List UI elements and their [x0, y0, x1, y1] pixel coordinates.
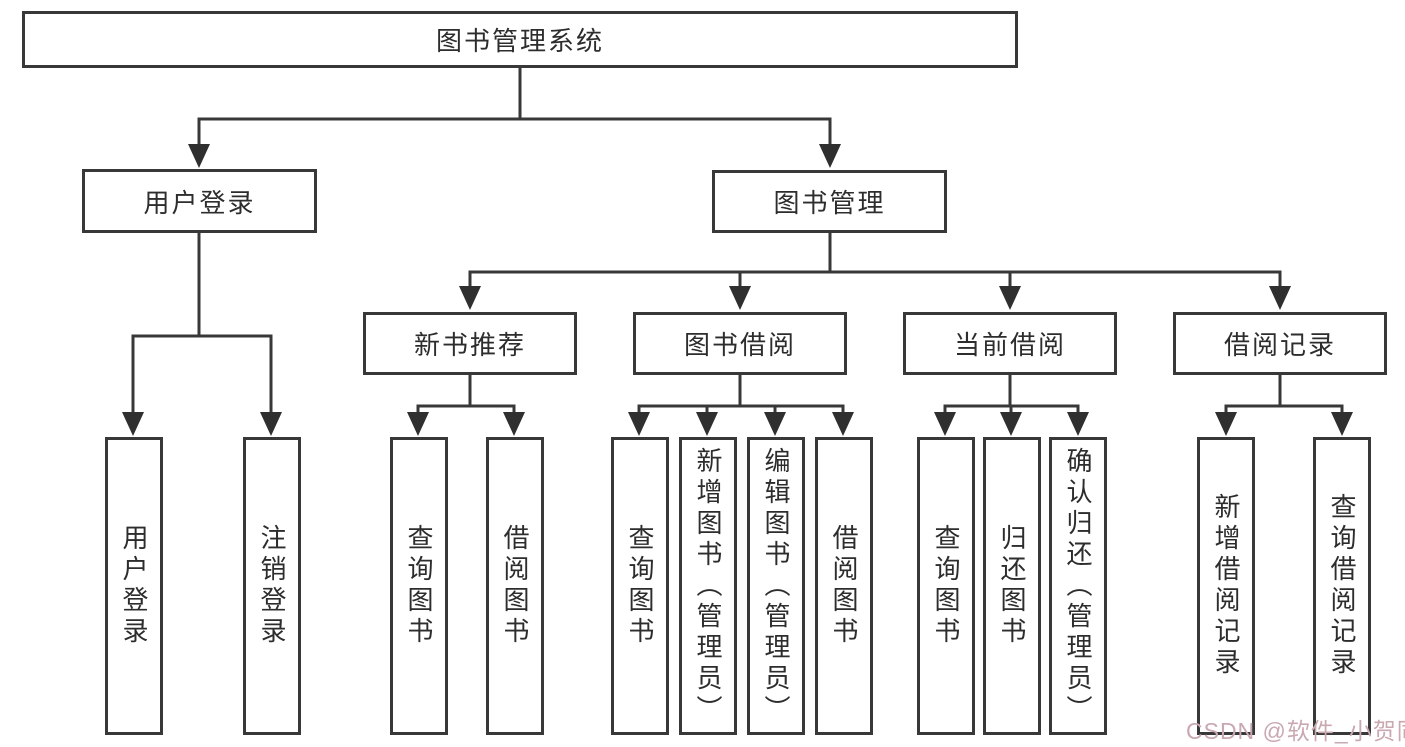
leaf-borrow-add-admin: 新增图书（管理员） [679, 437, 737, 735]
leaf-current-confirm-admin-label: 确认归还（管理员） [1063, 446, 1093, 726]
node-current-borrowing: 当前借阅 [903, 312, 1117, 375]
leaf-borrow-borrow-label: 借阅图书 [829, 524, 859, 648]
leaf-newbook-query: 查询图书 [390, 437, 448, 735]
node-book-management-label: 图书管理 [773, 188, 886, 218]
leaf-user-login-label: 用户登录 [119, 524, 149, 648]
node-new-book-recommend: 新书推荐 [363, 312, 577, 375]
leaf-newbook-query-label: 查询图书 [404, 524, 434, 648]
leaf-current-return: 归还图书 [983, 437, 1041, 735]
leaf-current-return-label: 归还图书 [997, 524, 1027, 648]
leaf-borrow-edit-admin: 编辑图书（管理员） [747, 437, 805, 735]
node-borrowing-records: 借阅记录 [1173, 312, 1387, 375]
node-book-management: 图书管理 [712, 170, 947, 233]
leaf-borrow-edit-admin-label: 编辑图书（管理员） [761, 446, 791, 726]
leaf-current-confirm-admin: 确认归还（管理员） [1049, 437, 1107, 735]
node-user-login: 用户登录 [82, 169, 317, 233]
leaf-record-add-label: 新增借阅记录 [1211, 493, 1241, 679]
node-root-system: 图书管理系统 [22, 11, 1018, 68]
leaf-record-query: 查询借阅记录 [1313, 437, 1371, 735]
node-current-borrowing-label: 当前借阅 [953, 330, 1066, 360]
leaf-borrow-borrow: 借阅图书 [815, 437, 873, 735]
leaf-record-add: 新增借阅记录 [1197, 437, 1255, 735]
leaf-current-query: 查询图书 [917, 437, 975, 735]
leaf-logout-label: 注销登录 [257, 524, 287, 648]
node-book-borrowing: 图书借阅 [633, 312, 847, 375]
node-new-book-recommend-label: 新书推荐 [413, 330, 526, 360]
leaf-borrow-query-label: 查询图书 [625, 524, 655, 648]
node-borrowing-records-label: 借阅记录 [1223, 330, 1336, 360]
node-user-login-label: 用户登录 [143, 187, 256, 218]
leaf-borrow-query: 查询图书 [611, 437, 669, 735]
node-root-label: 图书管理系统 [435, 26, 604, 56]
csdn-watermark: CSDN @软件_小贺同学 [1186, 718, 1405, 744]
leaf-current-query-label: 查询图书 [931, 524, 961, 648]
leaf-newbook-borrow: 借阅图书 [486, 437, 544, 735]
leaf-borrow-add-admin-label: 新增图书（管理员） [693, 446, 723, 726]
leaf-record-query-label: 查询借阅记录 [1327, 493, 1357, 679]
node-book-borrowing-label: 图书借阅 [683, 330, 796, 360]
leaf-logout: 注销登录 [243, 437, 301, 735]
arrowhead-icons [122, 144, 1353, 436]
leaf-user-login: 用户登录 [105, 437, 163, 735]
leaf-newbook-borrow-label: 借阅图书 [500, 524, 530, 648]
